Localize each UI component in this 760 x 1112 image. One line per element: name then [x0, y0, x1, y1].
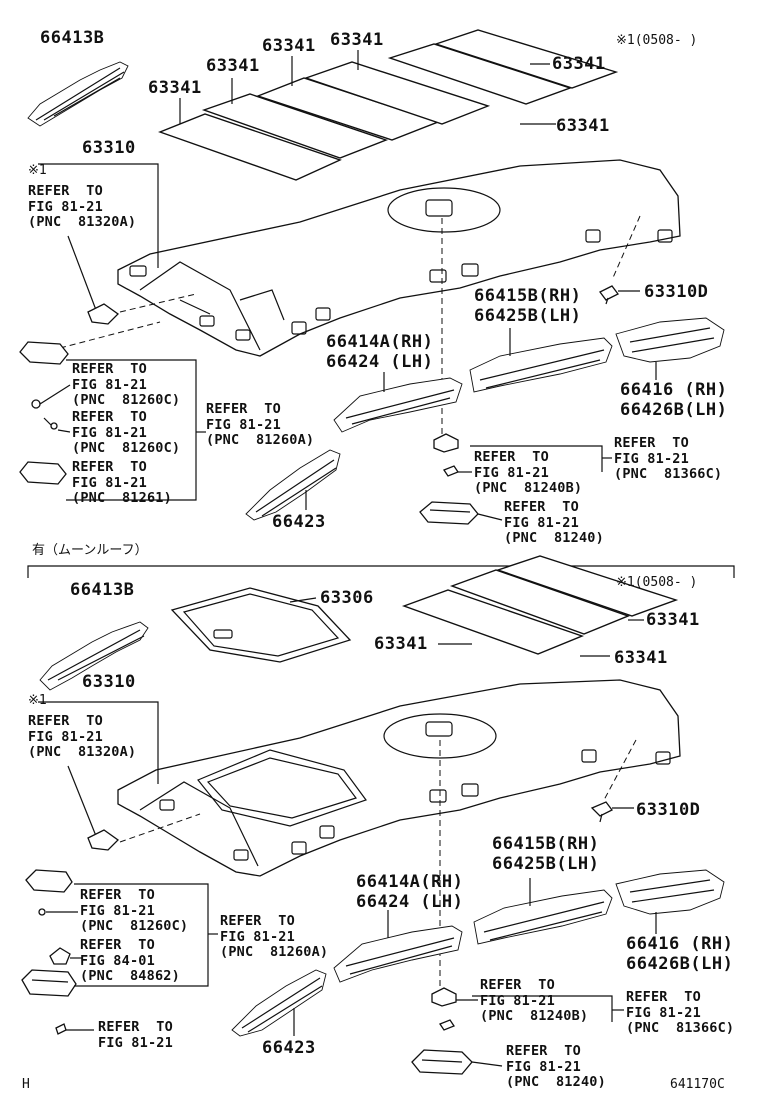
bottom-ref-81240: REFER TO FIG 81-21 (PNC 81240): [506, 1043, 606, 1090]
bottom-label-66425b: 66425B(LH): [492, 854, 600, 874]
top-date-note: ※1(0508- ): [616, 33, 698, 48]
top-small-parts-left: [19, 303, 120, 485]
top-label-66424: 66424 (LH): [326, 352, 434, 372]
bottom-part-66414a-shape: [333, 925, 463, 983]
top-ref-81261: REFER TO FIG 81-21 (PNC 81261): [72, 459, 172, 506]
bottom-leader-81240: [471, 1061, 503, 1067]
bottom-bracket-81240b: [472, 995, 613, 1022]
top-part-66415b-shape: [469, 337, 613, 393]
footer-figure-code: 641170C: [670, 1077, 725, 1092]
bottom-label-63310d: 63310D: [636, 800, 701, 820]
bottom-label-63310: 63310: [82, 672, 136, 692]
top-ref-81260c-2: REFER TO FIG 81-21 (PNC 81260C): [72, 409, 181, 456]
top-label-63341-c: 63341: [330, 30, 384, 50]
top-ref-81240b: REFER TO FIG 81-21 (PNC 81240B): [474, 449, 583, 496]
top-dash-left: [119, 293, 197, 313]
bottom-label-66415b: 66415B(RH): [492, 834, 600, 854]
top-label-63341-d: 63341: [148, 78, 202, 98]
bottom-label-66414a: 66414A(RH): [356, 872, 464, 892]
top-small-parts-center: [419, 433, 479, 525]
bottom-part-63310d-shape: [590, 801, 613, 823]
bottom-part-66423-shape: [231, 969, 327, 1037]
top-part-66413b-shape: [27, 61, 129, 127]
bottom-ref-fig8121: REFER TO FIG 81-21: [98, 1019, 173, 1051]
top-part-63310d-shape: [599, 285, 619, 305]
section-divider: [27, 565, 735, 578]
top-part-66416-shape: [615, 317, 725, 363]
top-label-63341-f: 63341: [556, 116, 610, 136]
top-ref-81240: REFER TO FIG 81-21 (PNC 81240): [504, 499, 604, 546]
top-leader-81320a: [67, 235, 97, 311]
top-label-66425b: 66425B(LH): [474, 306, 582, 326]
section-label-moonroof: 有（ムーンルーフ）: [32, 543, 148, 558]
top-ref-81260a: REFER TO FIG 81-21 (PNC 81260A): [206, 401, 315, 448]
top-ref-81366c: REFER TO FIG 81-21 (PNC 81366C): [614, 435, 723, 482]
bottom-ref-81366c: REFER TO FIG 81-21 (PNC 81366C): [626, 989, 735, 1036]
top-label-66423: 66423: [272, 512, 326, 532]
top-part-66423-shape: [245, 449, 341, 521]
bottom-dash-right: [603, 739, 637, 801]
bottom-label-66416: 66416 (RH): [626, 934, 734, 954]
top-bracket-81240b: [470, 445, 603, 472]
bottom-small-parts-left: [21, 829, 120, 1035]
top-label-63310: 63310: [82, 138, 136, 158]
top-leader-81240: [477, 513, 503, 521]
top-label-66426b: 66426B(LH): [620, 400, 728, 420]
bottom-part-66415b-shape: [473, 889, 613, 945]
bottom-ref-81320a: REFER TO FIG 81-21 (PNC 81320A): [28, 713, 137, 760]
bottom-ref-81240b: REFER TO FIG 81-21 (PNC 81240B): [480, 977, 589, 1024]
bottom-label-66426b: 66426B(LH): [626, 954, 734, 974]
bottom-label-63341-b: 63341: [646, 610, 700, 630]
top-label-66414a: 66414A(RH): [326, 332, 434, 352]
bottom-part-66416-shape: [615, 869, 725, 915]
top-ref-81260c-1: REFER TO FIG 81-21 (PNC 81260C): [72, 361, 181, 408]
bottom-star1: ※1: [28, 693, 47, 708]
bottom-ref-84862: REFER TO FIG 84-01 (PNC 84862): [80, 937, 180, 984]
bottom-leader-81320a: [67, 765, 97, 837]
bottom-label-66424: 66424 (LH): [356, 892, 464, 912]
bottom-part-63306-shape: [170, 587, 352, 663]
bottom-bracket-63310: [38, 701, 159, 784]
top-label-63341-e: 63341: [552, 54, 606, 74]
top-ref-81320a: REFER TO FIG 81-21 (PNC 81320A): [28, 183, 137, 230]
top-part-66414a-shape: [333, 377, 463, 433]
bottom-ref-81260c: REFER TO FIG 81-21 (PNC 81260C): [80, 887, 189, 934]
top-dash-right: [611, 215, 641, 281]
top-label-66415b: 66415B(RH): [474, 286, 582, 306]
bottom-headliner-shape: [117, 679, 681, 877]
bottom-small-parts-center: [411, 987, 473, 1075]
top-star1: ※1: [28, 163, 47, 178]
bottom-label-63341-c: 63341: [614, 648, 668, 668]
bottom-label-66423: 66423: [262, 1038, 316, 1058]
top-headliner-shape: [117, 159, 681, 357]
top-insulation-pads: [158, 29, 619, 181]
top-label-63341-b: 63341: [262, 36, 316, 56]
bottom-part-66413b-shape: [39, 621, 149, 691]
bottom-bracket-refs-left: [74, 883, 209, 987]
bottom-label-66413b: 66413B: [70, 580, 135, 600]
top-label-63310d: 63310D: [644, 282, 709, 302]
top-label-66416: 66416 (RH): [620, 380, 728, 400]
bottom-label-63306: 63306: [320, 588, 374, 608]
bottom-dash-left: [119, 813, 201, 843]
bottom-label-63341-a: 63341: [374, 634, 428, 654]
top-leader-81260c-2: [57, 429, 71, 433]
bottom-ref-81260a: REFER TO FIG 81-21 (PNC 81260A): [220, 913, 329, 960]
footer-corner-mark: H: [22, 1077, 30, 1092]
bottom-insulation-pads: [401, 555, 679, 655]
bottom-leader-63306: [289, 597, 317, 603]
top-bracket-63310: [38, 163, 159, 268]
top-bracket-refs-left: [66, 359, 197, 501]
top-label-63341-a: 63341: [206, 56, 260, 76]
top-label-66413b: 66413B: [40, 28, 105, 48]
top-leader-81260c-1: [39, 384, 71, 405]
bottom-date-note: ※1(0508- ): [616, 575, 698, 590]
top-dash-lower-left: [59, 321, 161, 349]
